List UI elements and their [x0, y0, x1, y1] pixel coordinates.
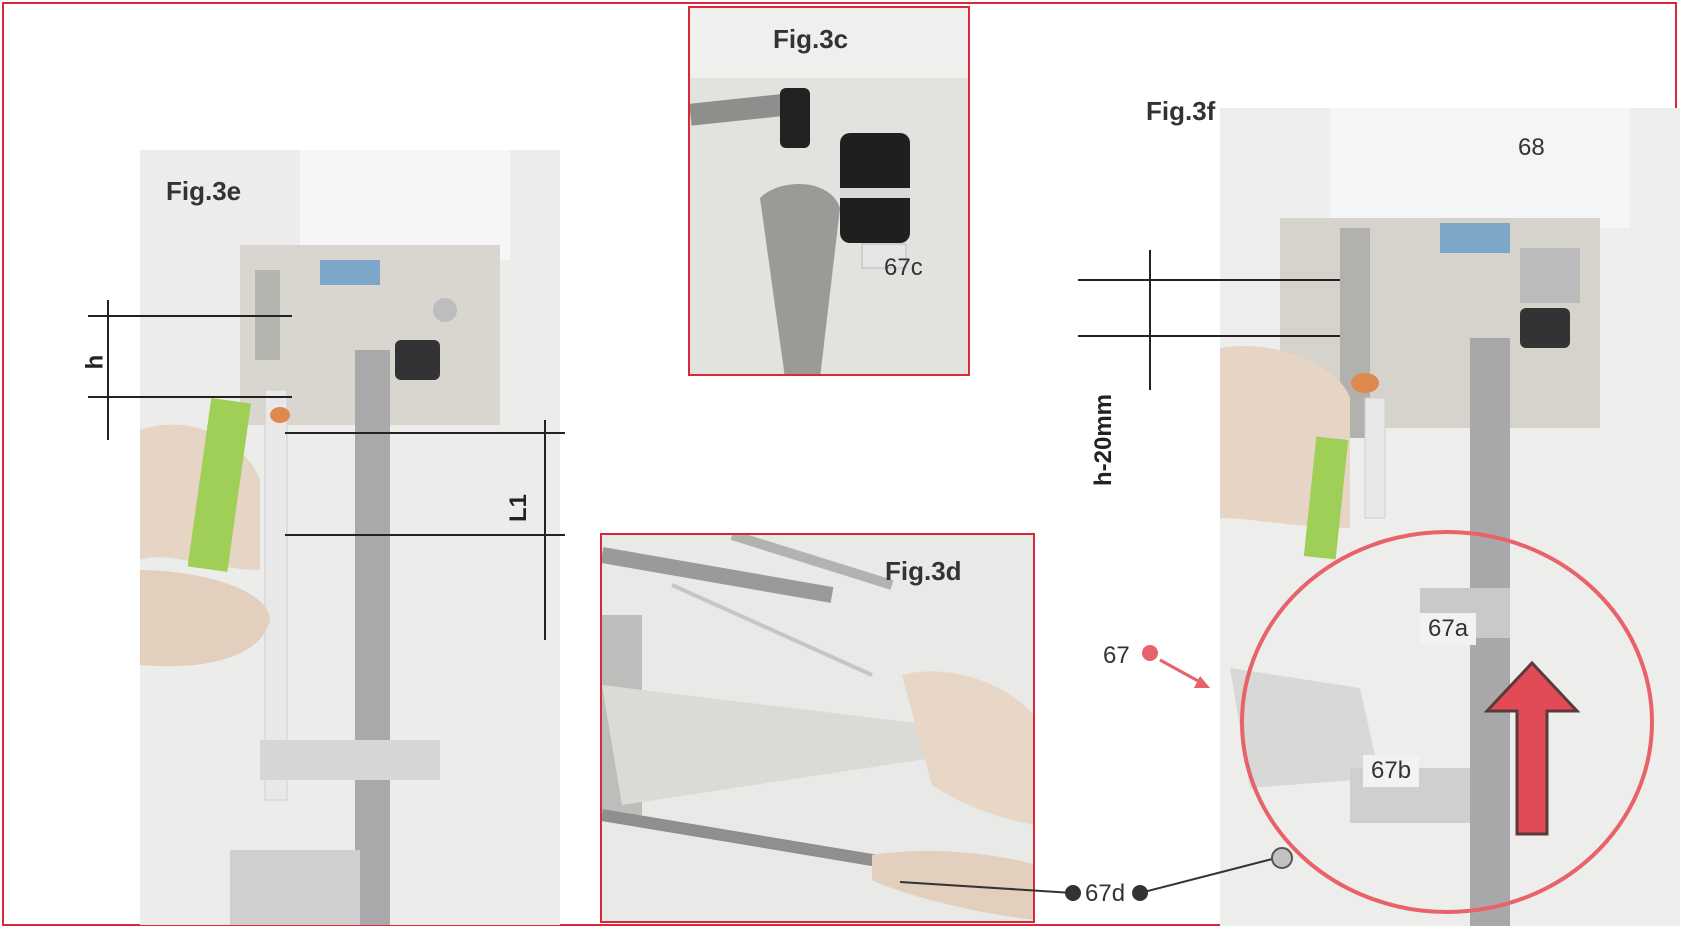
fig3f-dimension-h20mm	[1078, 250, 1340, 390]
label-67a: 67a	[1420, 613, 1477, 645]
pointer-dot-icon	[1142, 645, 1158, 661]
leader-67d	[899, 847, 1293, 901]
fig3f-title: Fig.3f	[1146, 96, 1216, 126]
label-67c: 67c	[884, 254, 923, 281]
highlight-circle-67	[1240, 530, 1654, 914]
fig3c-inset	[688, 6, 970, 376]
label-67: 67	[1103, 642, 1130, 669]
leader-67	[1159, 658, 1201, 684]
fig3d-title: Fig.3d	[885, 556, 962, 586]
fig3e-photo	[140, 150, 560, 925]
fig3e-dimension-l1	[285, 420, 565, 640]
fig3c-title: Fig.3c	[773, 24, 849, 54]
label-68: 68	[1518, 134, 1545, 161]
label-67d: 67d	[1085, 880, 1126, 907]
fig3c-illustration	[690, 8, 968, 374]
fig3d-illustration	[602, 535, 1033, 921]
up-arrow-icon	[1483, 660, 1581, 836]
leader-67-arrowhead	[1194, 676, 1210, 688]
fig3d-inset	[600, 533, 1035, 923]
fig3e-title: Fig.3e	[166, 176, 242, 206]
label-67b: 67b	[1363, 755, 1420, 787]
fig3e-illustration	[140, 150, 560, 925]
fig3e-dimension-h	[88, 300, 292, 440]
